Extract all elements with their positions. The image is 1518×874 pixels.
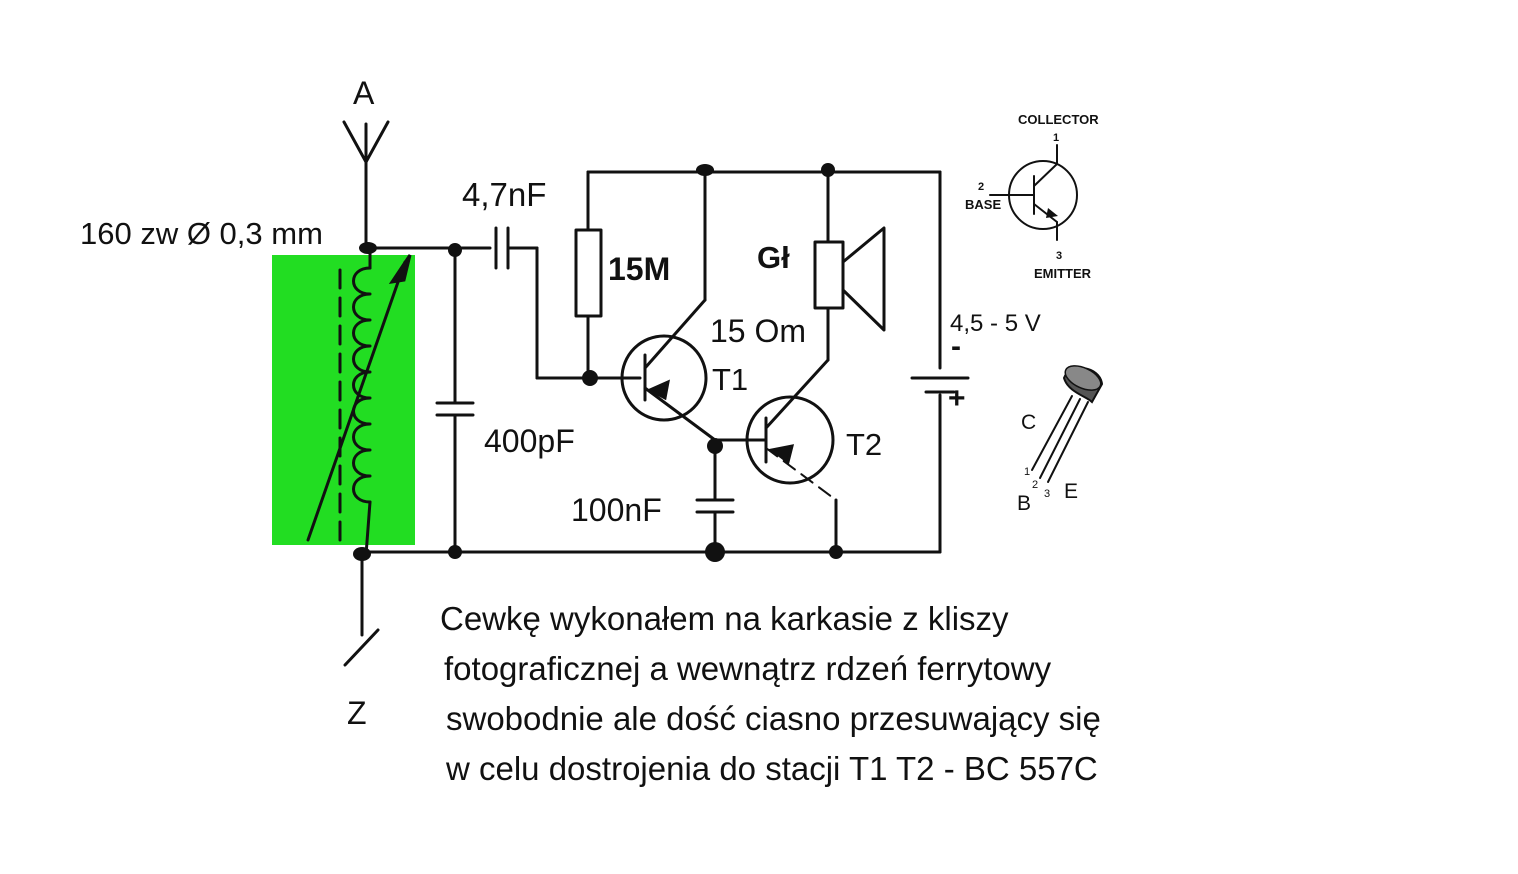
label-minus: - [951,330,961,363]
label-cap-coupling: 4,7nF [462,176,546,213]
ground-symbol [343,553,380,667]
label-antenna: A [353,75,375,111]
package-e-label: E [1064,480,1078,503]
speaker [813,170,886,362]
label-plus: + [948,382,966,415]
tuning-arrow-head [388,254,412,285]
package-pin2-label: 2 [1032,479,1038,491]
coil-winding [306,246,412,557]
description-note: Cewkę wykonałem na karkasie z kliszy fot… [440,594,1240,794]
label-supply: 4,5 - 5 V [950,310,1041,337]
resistor-15m [574,170,603,380]
label-coil: 160 zw Ø 0,3 mm [80,216,323,251]
battery [910,376,970,394]
transistor-t2 [713,358,838,552]
label-cap-tuning: 400pF [484,423,575,459]
pinout-symbol [989,144,1078,241]
label-t1: T1 [712,362,748,397]
note-line: fotograficznej a wewnątrz rdzeń ferrytow… [444,650,1052,687]
capacitor-400pf [435,246,475,552]
note-line: w celu dostrojenia do stacji T1 T2 - BC … [446,750,1098,787]
label-cap-emitter: 100nF [571,492,662,528]
note-line: Cewkę wykonałem na karkasie z kliszy [440,600,1009,637]
package-b-label: B [1017,492,1031,515]
transistor-t1 [620,170,717,442]
label-resistor: 15M [608,251,670,287]
package-pin1-label: 1 [1024,466,1030,478]
label-t2: T2 [846,427,882,462]
antenna-symbol [342,120,390,250]
to92-package [1031,365,1104,483]
junction-dots [353,163,843,562]
capacitor-100nf [695,438,735,554]
label-ground: Z [347,695,367,731]
package-c-label: C [1021,411,1036,434]
note-line: swobodnie ale dość ciasno przesuwający s… [446,700,1101,737]
label-speaker-impedance: 15 Om [710,313,806,349]
pinout-emitter-label: EMITTER [1034,266,1092,281]
pinout-collector-label: COLLECTOR [1018,112,1099,127]
pinout-pin3-label: 3 [1056,250,1062,262]
package-pin3-label: 3 [1044,488,1050,500]
label-speaker: Gł [757,240,790,275]
pinout-pin2-label: 2 [978,181,984,193]
pinout-pin1-label: 1 [1053,132,1059,144]
pinout-base-label: BASE [965,197,1001,212]
